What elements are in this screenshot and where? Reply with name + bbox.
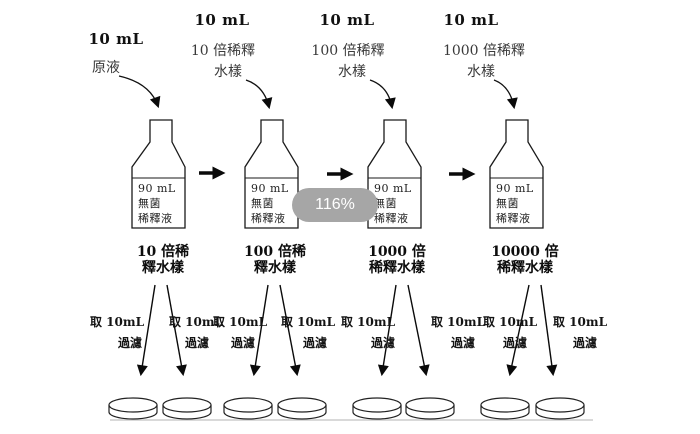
filter-arrow	[166, 284, 187, 377]
result-label: 100 倍稀	[243, 244, 307, 260]
volume-label: 10 mL	[88, 30, 144, 48]
result-label: 稀釋水樣	[497, 260, 553, 276]
take-volume-label: 取 10mL	[89, 315, 145, 329]
result-label: 稀釋水樣	[369, 260, 425, 276]
bottle-shape	[489, 119, 544, 229]
volume-label: 10 mL	[194, 11, 250, 29]
filter-arrow	[506, 284, 530, 377]
bottle-label-line: 無菌	[138, 197, 161, 210]
bottle-label-line: 無菌	[496, 197, 519, 210]
filter-arrow	[279, 284, 301, 377]
petri-dish	[480, 397, 530, 420]
result-label: 10 倍稀	[136, 244, 190, 260]
filter-label: 過濾	[370, 336, 396, 350]
bottle-label-line: 90 mL	[138, 182, 176, 195]
source-label: 水樣	[467, 64, 495, 80]
source-label: 100 倍稀釋	[311, 43, 385, 59]
source-label: 1000 倍稀釋	[442, 43, 526, 59]
bottle-label: 90 mL 無菌 稀釋液	[374, 181, 412, 226]
source-label: 水樣	[338, 64, 366, 80]
source-label: 10 倍稀釋	[190, 43, 256, 59]
filter-arrow	[249, 284, 269, 377]
petri-dish	[405, 397, 455, 420]
bottle-label: 90 mL 無菌 稀釋液	[251, 181, 289, 226]
filter-label: 過濾	[230, 336, 256, 350]
bottle-label-line: 稀釋液	[138, 212, 173, 225]
result-label: 10000 倍	[491, 244, 559, 260]
filter-arrow	[377, 284, 397, 377]
result-label: 1000 倍	[368, 244, 426, 260]
source-label: 水樣	[214, 64, 242, 80]
take-volume-label: 取 10mL	[482, 315, 538, 329]
take-volume-label: 取 10mL	[168, 315, 224, 329]
petri-dish	[535, 397, 585, 420]
bottle-label-line: 稀釋液	[496, 212, 531, 225]
bottle-label: 90 mL 無菌 稀釋液	[138, 181, 176, 226]
zoom-level-badge: 116%	[292, 188, 378, 222]
petri-dish	[352, 397, 402, 420]
pour-arrow	[369, 79, 396, 110]
take-volume-label: 取 10mL	[430, 315, 486, 329]
bottle-label-line: 90 mL	[496, 182, 534, 195]
volume-label: 10 mL	[319, 11, 375, 29]
filter-label: 過濾	[117, 336, 143, 350]
bottle-shape	[131, 119, 186, 229]
take-volume-label: 取 10mL	[280, 315, 336, 329]
take-volume-label: 取 10mL	[340, 315, 396, 329]
pour-arrow	[493, 79, 518, 110]
pour-arrow	[245, 79, 273, 110]
filter-label: 過濾	[502, 336, 528, 350]
source-label: 原液	[92, 60, 120, 76]
petri-dish	[108, 397, 158, 420]
filter-arrow	[407, 284, 430, 377]
result-label: 釋水樣	[142, 260, 184, 276]
filter-arrow	[136, 284, 156, 377]
filter-label: 過濾	[572, 336, 598, 350]
take-volume-label: 取 10mL	[212, 315, 268, 329]
filter-label: 過濾	[184, 336, 210, 350]
filter-label: 過濾	[302, 336, 328, 350]
bottle-label-line: 稀釋液	[374, 212, 409, 225]
volume-label: 10 mL	[443, 11, 499, 29]
petri-dish	[162, 397, 212, 420]
petri-dish	[223, 397, 273, 420]
filter-label: 過濾	[450, 336, 476, 350]
bottle-label-line: 90 mL	[251, 182, 289, 195]
bottle-label-line: 90 mL	[374, 182, 412, 195]
petri-dish	[277, 397, 327, 420]
bottle-label: 90 mL 無菌 稀釋液	[496, 181, 534, 226]
bottle-shape	[244, 119, 299, 229]
filter-arrow	[540, 284, 558, 377]
bottle-shape	[367, 119, 422, 229]
bottle-label-line: 無菌	[374, 197, 397, 210]
take-volume-label: 取 10mL	[552, 315, 608, 329]
result-label: 釋水樣	[254, 260, 296, 276]
bottle-label-line: 稀釋液	[251, 212, 286, 225]
bottle-label-line: 無菌	[251, 197, 274, 210]
pour-arrow	[118, 75, 161, 109]
